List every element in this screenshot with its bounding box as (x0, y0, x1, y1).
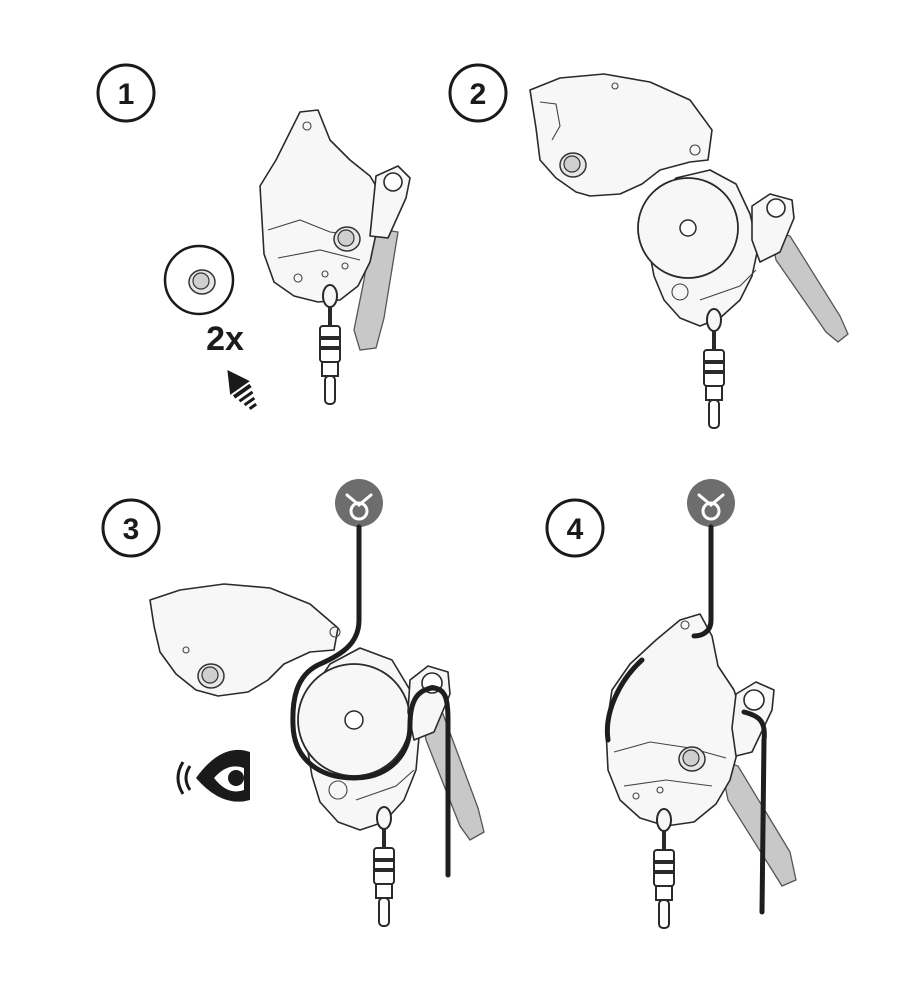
step-3-number-badge: 3 (101, 498, 161, 558)
step-4-number-badge: 4 (545, 498, 605, 558)
pin-detail-icon (163, 244, 235, 316)
step-number: 2 (470, 78, 487, 111)
step-1-number-badge: 1 (96, 63, 156, 123)
descender-device-open (529, 73, 849, 429)
anchor-point-icon (685, 477, 737, 529)
descender-device-closed (259, 109, 411, 405)
step-4-panel: 4 (545, 477, 797, 929)
descender-device-rope-threading (149, 583, 485, 927)
anchor-point-icon (333, 477, 385, 529)
press-hand-icon (227, 369, 258, 410)
repeat-count-label: 2x (206, 320, 244, 358)
descender-device-closed-with-rope (605, 613, 797, 929)
step-2-number-badge: 2 (448, 63, 508, 123)
step-1-panel: 1 2x (96, 63, 411, 410)
step-number: 1 (118, 78, 135, 111)
step-number: 4 (567, 513, 584, 546)
rope-tail (741, 709, 767, 915)
eye-check-icon (176, 749, 250, 802)
rope (691, 524, 714, 639)
step-2-panel: 2 (448, 63, 849, 429)
step-3-panel: 3 (101, 477, 485, 927)
rope-side (604, 657, 645, 743)
step-number: 3 (123, 513, 140, 546)
